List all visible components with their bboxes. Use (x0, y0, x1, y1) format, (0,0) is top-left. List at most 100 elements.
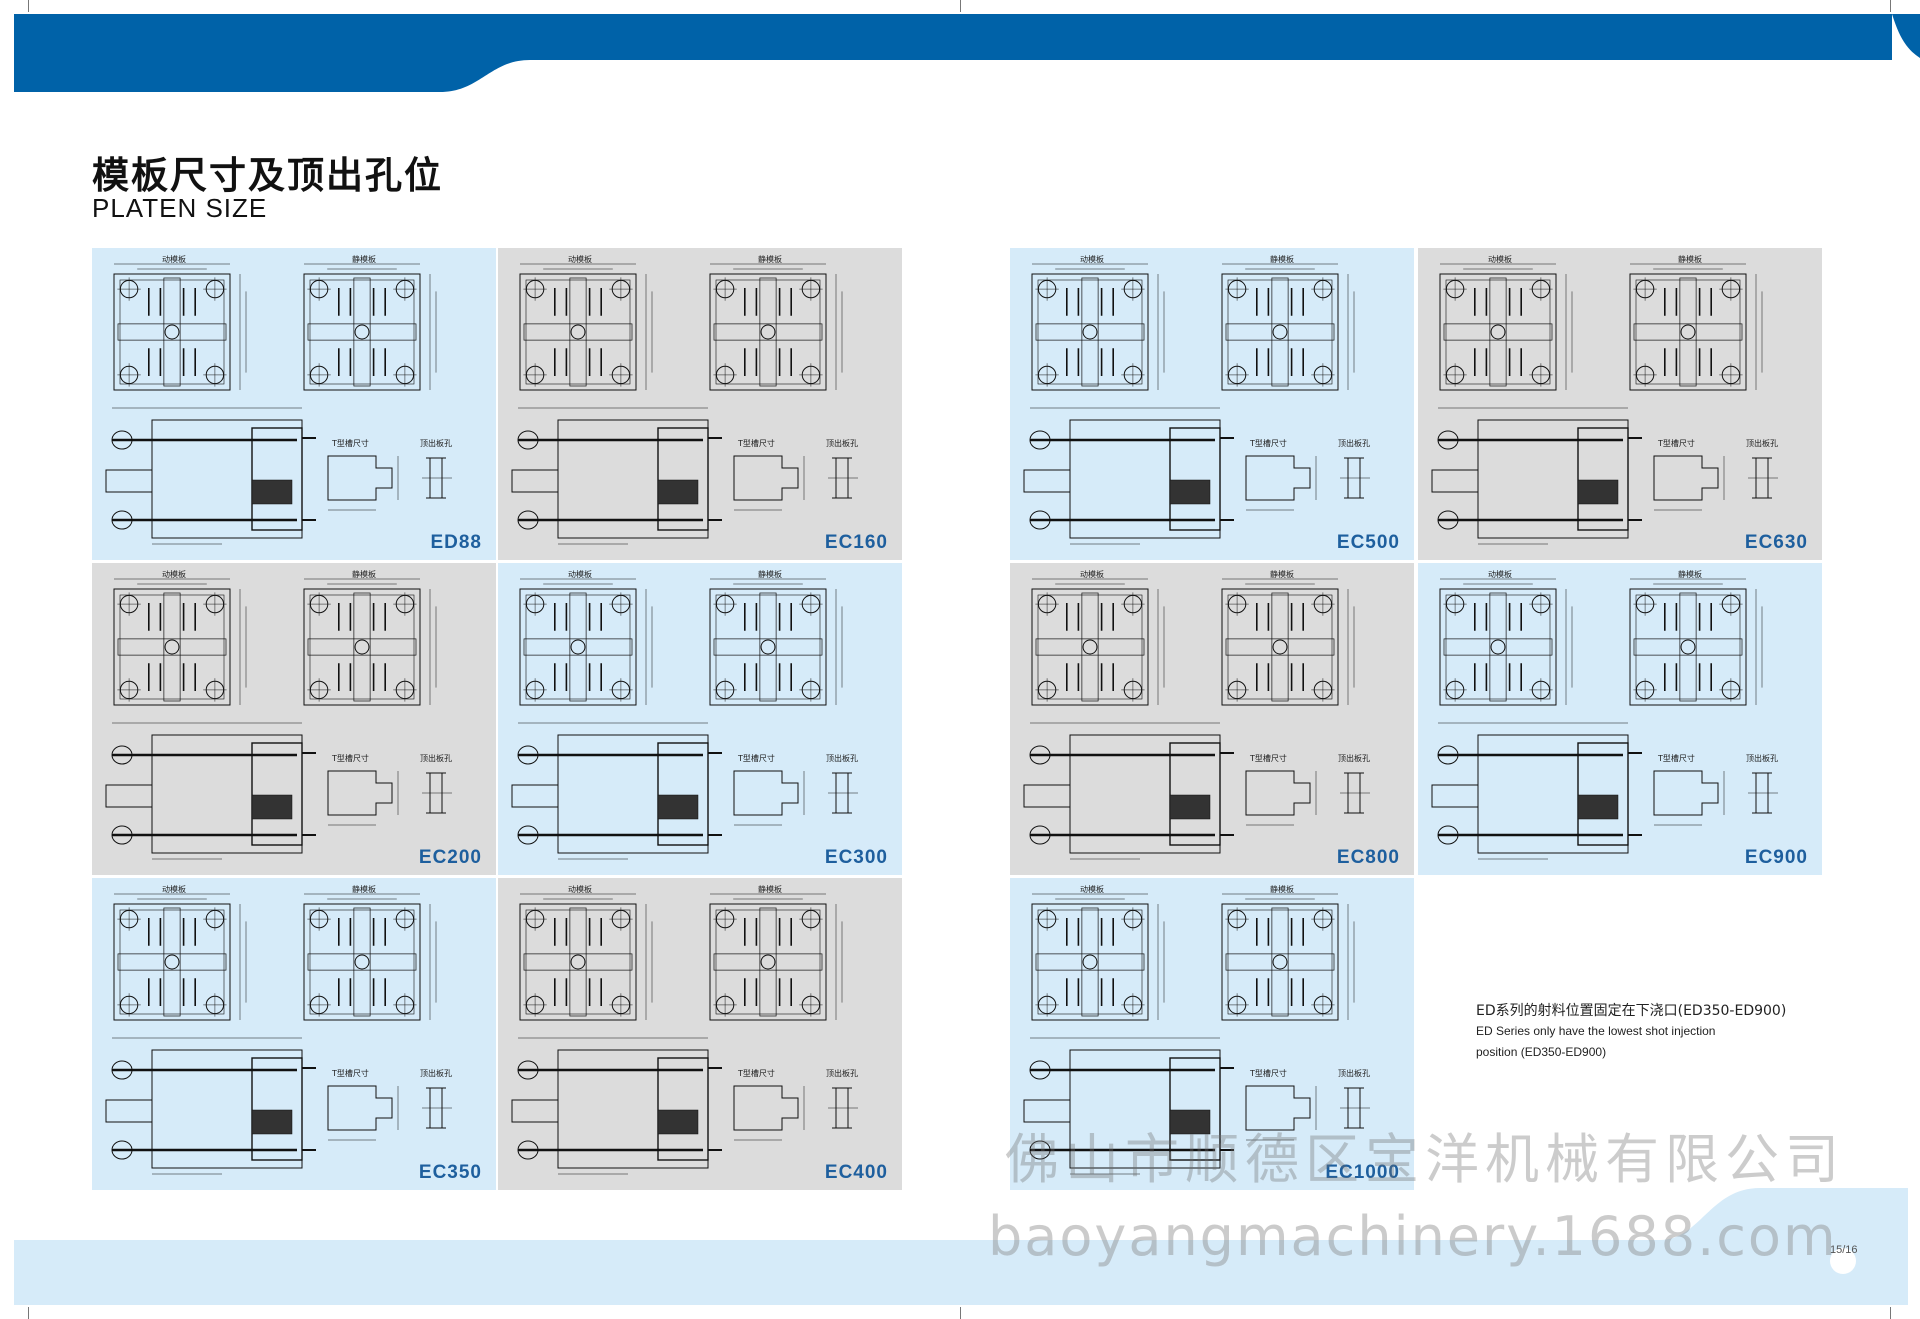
ejector-hole-label: 顶出板孔 (826, 754, 858, 763)
side-section-drawing (511, 407, 722, 545)
moving-platen-label: 动模板 (1080, 885, 1104, 894)
t-slot-drawing (1653, 770, 1725, 826)
ejector-hole-label: 顶出板孔 (826, 1069, 858, 1078)
moving-platen-drawing (1031, 578, 1165, 706)
moving-platen-drawing (113, 893, 247, 1021)
fixed-platen-drawing (303, 578, 437, 706)
t-slot-label: T型槽尺寸 (1250, 754, 1287, 763)
side-section-drawing (1431, 722, 1642, 860)
fixed-platen-drawing (1221, 578, 1355, 706)
t-slot-drawing (733, 770, 805, 826)
t-slot-drawing (327, 1085, 399, 1141)
fixed-platen-label: 静模板 (758, 570, 782, 579)
model-label: EC400 (824, 1162, 888, 1183)
side-section-drawing (1023, 722, 1234, 860)
side-section-drawing (1023, 407, 1234, 545)
moving-platen-label: 动模板 (162, 570, 186, 579)
fixed-platen-label: 静模板 (1678, 255, 1702, 264)
moving-platen-drawing (519, 893, 653, 1021)
t-slot-label: T型槽尺寸 (332, 754, 369, 763)
ejector-hole-drawing (1340, 772, 1370, 814)
fixed-platen-label: 静模板 (1270, 570, 1294, 579)
fixed-platen-drawing (709, 263, 843, 391)
moving-platen-label: 动模板 (568, 570, 592, 579)
platen-panel-ec300: 动模板 静模板 T型槽尺寸 顶出板孔 EC300 (498, 563, 902, 875)
crop-mark (960, 1307, 961, 1319)
moving-platen-drawing (519, 578, 653, 706)
t-slot-label: T型槽尺寸 (738, 439, 775, 448)
moving-platen-label: 动模板 (1080, 255, 1104, 264)
watermark-company: 佛山市顺德区宝洋机械有限公司 (1005, 1128, 1845, 1191)
ejector-hole-drawing (422, 772, 452, 814)
side-section-drawing (105, 1037, 316, 1175)
footer-band (14, 1188, 1908, 1305)
ejector-hole-label: 顶出板孔 (1746, 439, 1778, 448)
side-section-drawing (1023, 1037, 1234, 1175)
moving-platen-label: 动模板 (568, 255, 592, 264)
model-label: EC1000 (1325, 1162, 1400, 1183)
side-section-drawing (511, 1037, 722, 1175)
t-slot-label: T型槽尺寸 (738, 1069, 775, 1078)
t-slot-drawing (327, 455, 399, 511)
fixed-platen-drawing (303, 893, 437, 1021)
model-label: ED88 (430, 532, 482, 553)
t-slot-label: T型槽尺寸 (738, 754, 775, 763)
moving-platen-label: 动模板 (162, 885, 186, 894)
fixed-platen-label: 静模板 (352, 885, 376, 894)
ejector-hole-label: 顶出板孔 (420, 439, 452, 448)
crop-mark (1890, 0, 1891, 12)
fixed-platen-label: 静模板 (758, 885, 782, 894)
ejector-hole-drawing (1340, 457, 1370, 499)
model-label: EC200 (418, 847, 482, 868)
t-slot-drawing (1245, 1085, 1317, 1141)
model-label: EC630 (1744, 532, 1808, 553)
ejector-hole-drawing (422, 457, 452, 499)
model-label: EC160 (824, 532, 888, 553)
ejector-hole-label: 顶出板孔 (1338, 754, 1370, 763)
fixed-platen-label: 静模板 (1678, 570, 1702, 579)
moving-platen-label: 动模板 (1488, 570, 1512, 579)
fixed-platen-label: 静模板 (1270, 255, 1294, 264)
page-number: 15/16 (1830, 1244, 1858, 1256)
fixed-platen-label: 静模板 (352, 255, 376, 264)
note-line-en: ED Series only have the lowest shot inje… (1476, 1024, 1716, 1038)
side-section-drawing (1431, 407, 1642, 545)
ejector-hole-drawing (1748, 772, 1778, 814)
ejector-hole-label: 顶出板孔 (420, 1069, 452, 1078)
moving-platen-drawing (1031, 893, 1165, 1021)
ejector-hole-drawing (828, 1087, 858, 1129)
fixed-platen-drawing (709, 893, 843, 1021)
fixed-platen-label: 静模板 (758, 255, 782, 264)
t-slot-label: T型槽尺寸 (1658, 754, 1695, 763)
t-slot-drawing (1245, 455, 1317, 511)
ejector-hole-drawing (422, 1087, 452, 1129)
side-section-drawing (105, 722, 316, 860)
moving-platen-label: 动模板 (1080, 570, 1104, 579)
ejector-hole-label: 顶出板孔 (1338, 1069, 1370, 1078)
ejector-hole-drawing (828, 457, 858, 499)
ejector-hole-drawing (1340, 1087, 1370, 1129)
side-section-drawing (105, 407, 316, 545)
model-label: EC900 (1744, 847, 1808, 868)
note-line-en-2: position (ED350-ED900) (1476, 1045, 1607, 1059)
fixed-platen-drawing (1629, 263, 1763, 391)
watermark-url: baoyangmachinery.1688.com (988, 1205, 1838, 1268)
note-line-cn: ED系列的射料位置固定在下浇口(ED350-ED900) (1476, 1003, 1787, 1019)
t-slot-drawing (733, 455, 805, 511)
crop-mark (28, 1307, 29, 1319)
t-slot-drawing (327, 770, 399, 826)
model-label: EC350 (418, 1162, 482, 1183)
moving-platen-label: 动模板 (1488, 255, 1512, 264)
page-title-en: PLATEN SIZE (92, 193, 268, 223)
model-label: EC300 (824, 847, 888, 868)
